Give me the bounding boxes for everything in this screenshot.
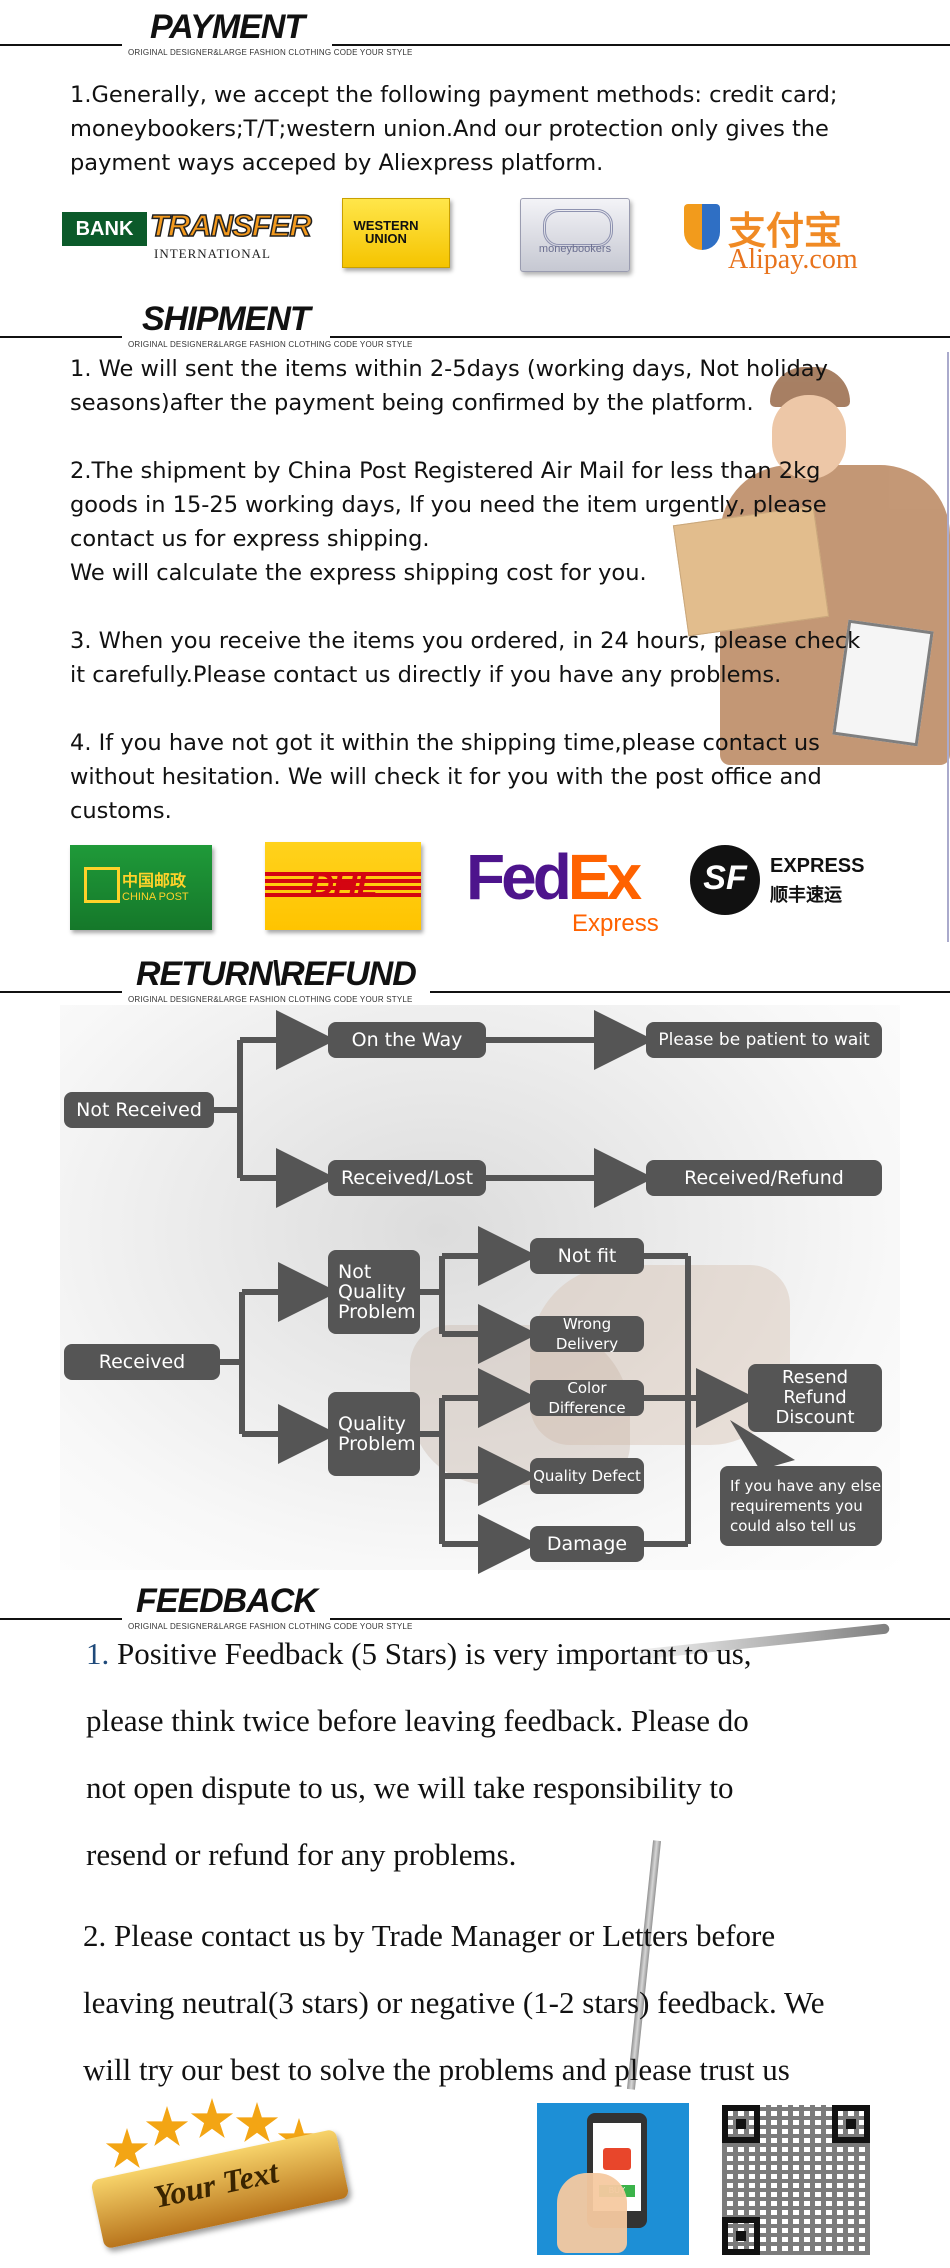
payment-text: 1.Generally, we accept the following pay…: [70, 82, 838, 176]
dhl-logo: DHL: [265, 842, 421, 930]
node-color-difference: Color Difference: [530, 1379, 644, 1417]
fedex-ex-text: Ex: [567, 841, 642, 913]
shipment-header: SHIPMENT ORIGINAL DESIGNER&LARGE FASHION…: [0, 292, 950, 354]
refund-title: RETURN\REFUND: [136, 955, 417, 993]
header-rule-right: [332, 44, 950, 46]
shipment-edge-line: [947, 352, 949, 942]
node-be-patient: Please be patient to wait: [646, 1022, 882, 1058]
delivery-man-image: [672, 355, 950, 830]
node-not-received: Not Received: [64, 1092, 214, 1128]
feedback-paragraph-2: 2. Please contact us by Trade Manager or…: [83, 1918, 825, 2087]
node-wrong-delivery: Wrong Delivery: [530, 1315, 644, 1353]
cart-icon: [603, 2148, 631, 2170]
node-received-lost: Received/Lost: [328, 1160, 486, 1196]
node-on-the-way: On the Way: [328, 1022, 486, 1058]
header-rule-left: [0, 44, 122, 46]
alipay-en-text: Alipay.com: [728, 244, 858, 275]
bank-word: BANK: [62, 212, 147, 246]
mobile-shopping-image: BUY: [537, 2103, 689, 2255]
feedback-title: FEEDBACK: [136, 1582, 318, 1620]
fedex-logo: FedEx Express: [466, 841, 676, 940]
sf-circle-icon: SF: [690, 845, 760, 915]
fedex-fed-text: Fed: [466, 841, 572, 913]
node-damage: Damage: [530, 1526, 644, 1562]
fedex-express-text: Express: [572, 910, 659, 937]
header-rule-left: [0, 336, 122, 338]
header-rule-right: [430, 991, 950, 993]
shipment-text: 1. We will sent the items within 2-5days…: [70, 356, 861, 824]
sf-express-logo: SF EXPRESS 顺丰速运: [690, 845, 870, 925]
moneybookers-logo: moneybookers: [520, 198, 630, 272]
payment-title: PAYMENT: [150, 8, 305, 46]
sf-mark-text: SF: [703, 859, 747, 897]
node-resend-refund-discount: Resend Refund Discount: [748, 1364, 882, 1432]
payment-tagline: ORIGINAL DESIGNER&LARGE FASHION CLOTHING…: [128, 48, 413, 57]
header-rule-right: [330, 336, 950, 338]
header-rule-left: [0, 991, 122, 993]
western-union-logo: WESTERN UNION: [342, 198, 450, 268]
refund-tagline: ORIGINAL DESIGNER&LARGE FASHION CLOTHING…: [128, 995, 413, 1004]
moneybookers-rings-icon: [543, 209, 613, 247]
feedback-tagline: ORIGINAL DESIGNER&LARGE FASHION CLOTHING…: [128, 1622, 413, 1631]
node-quality-problem: Quality Problem: [328, 1392, 420, 1476]
china-post-icon: [84, 867, 120, 903]
moneybookers-text: moneybookers: [538, 243, 612, 255]
node-else-requirements: If you have any else requirements you co…: [720, 1466, 882, 1546]
alipay-shield-icon: [684, 204, 720, 250]
western-union-text: WESTERN UNION: [353, 218, 419, 246]
alipay-cn-text: 支付宝: [728, 209, 843, 253]
shipment-tagline: ORIGINAL DESIGNER&LARGE FASHION CLOTHING…: [128, 340, 413, 349]
qr-code: [722, 2105, 870, 2255]
node-received-refund: Received/Refund: [646, 1160, 882, 1196]
payment-header: PAYMENT ORIGINAL DESIGNER&LARGE FASHION …: [0, 0, 950, 62]
feedback-header: FEEDBACK ORIGINAL DESIGNER&LARGE FASHION…: [0, 1574, 950, 1636]
china-post-en-text: CHINA POST: [122, 891, 189, 903]
china-post-cn-text: 中国邮政: [122, 871, 187, 890]
node-quality-defect: Quality Defect: [530, 1458, 644, 1494]
bank-transfer-logo: BANK TRANSFER INTERNATIONAL: [62, 207, 313, 261]
node-not-quality-problem: Not Quality Problem: [328, 1250, 420, 1334]
feedback-p1-text: Positive Feedback (5 Stars) is very impo…: [86, 1636, 752, 1872]
your-text-badge: Your Text: [65, 2098, 375, 2263]
feedback-p1-number: 1.: [86, 1636, 110, 1671]
international-word: INTERNATIONAL: [154, 246, 271, 261]
header-rule-left: [0, 1618, 122, 1620]
refund-header: RETURN\REFUND ORIGINAL DESIGNER&LARGE FA…: [0, 947, 950, 1009]
header-rule-right: [330, 1618, 950, 1620]
node-received: Received: [64, 1344, 220, 1380]
sf-en-text: EXPRESS: [770, 855, 865, 877]
shipment-title: SHIPMENT: [142, 300, 311, 338]
alipay-logo: 支付宝 Alipay.com: [684, 200, 884, 276]
feedback-paragraph-1: 1. Positive Feedback (5 Stars) is very i…: [86, 1620, 886, 1888]
transfer-word: TRANSFER: [149, 207, 312, 244]
china-post-logo: 中国邮政 CHINA POST: [70, 845, 212, 930]
node-not-fit: Not fit: [530, 1238, 644, 1274]
dhl-text: DHL: [309, 866, 378, 904]
sf-cn-text: 顺丰速运: [770, 885, 842, 906]
